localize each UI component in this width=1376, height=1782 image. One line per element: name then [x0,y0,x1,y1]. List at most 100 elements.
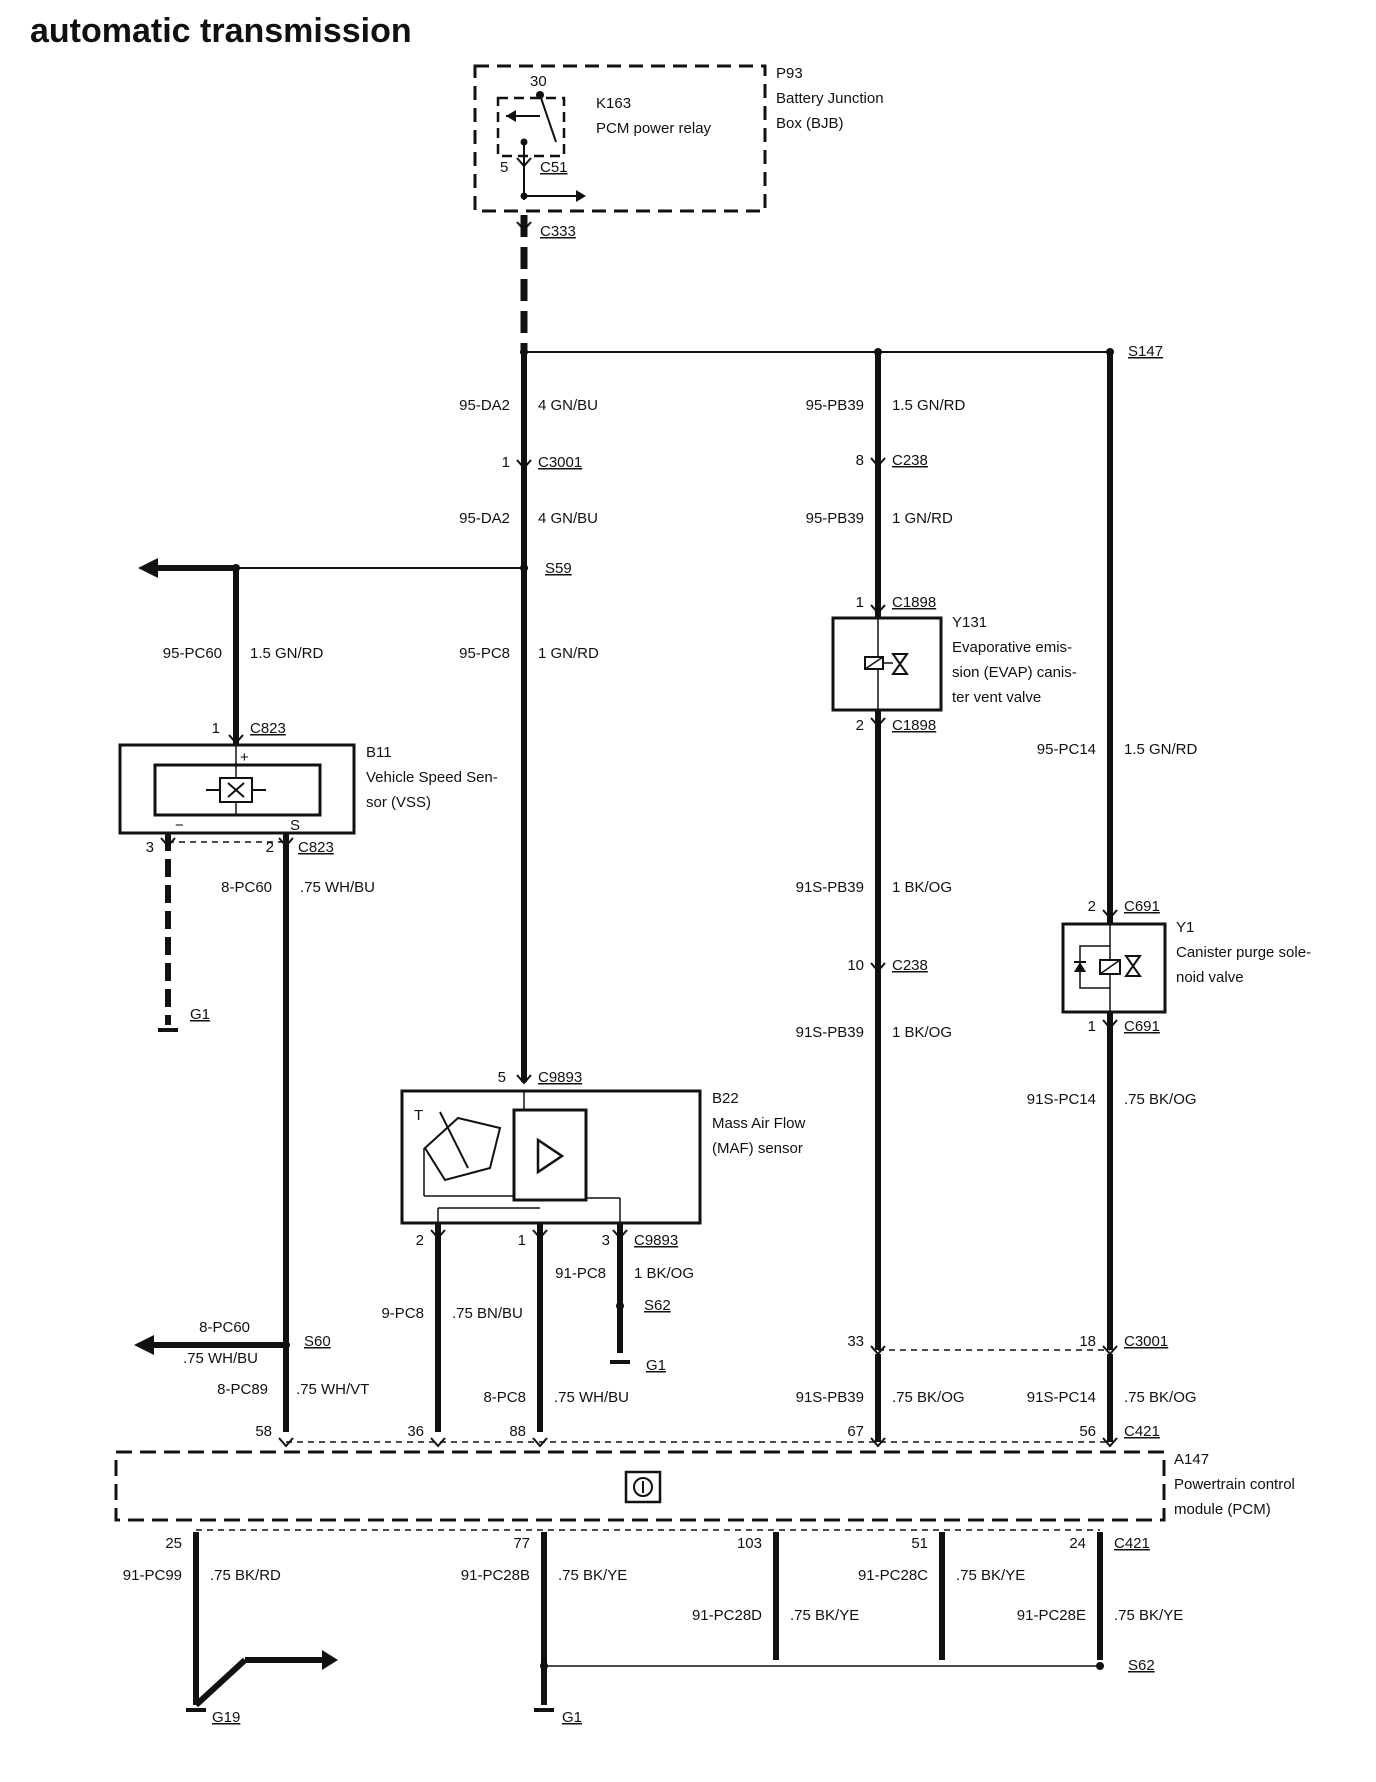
y131-id: Y131 [952,614,987,631]
wire-w20-circuit: 91-PC28B [461,1567,530,1584]
wire-w5-spec: 1.5 GN/RD [250,645,324,662]
wire-w14-spec: .75 WH/BU [183,1350,258,1367]
connector-c823-b: C823 [298,839,334,856]
pin-c421-36: 36 [407,1423,424,1440]
pin-c823-3: 3 [146,839,154,856]
wire-w8-circuit: 8-PC60 [221,879,272,896]
vss-plus: + [240,749,249,766]
wire-w4-circuit: 95-PB39 [806,510,864,527]
wire-w23-spec: .75 BK/YE [1114,1607,1183,1624]
wire-w19-circuit: 91-PC99 [123,1567,182,1584]
pin-c823-2: 2 [266,839,274,856]
wire-w14-circuit: 8-PC60 [199,1319,250,1336]
b22-label-1: Mass Air Flow [712,1115,806,1132]
page-title: automatic transmission [30,12,412,50]
y1-label-1: Canister purge sole- [1176,944,1311,961]
pin-c9893-2: 2 [416,1232,424,1249]
connector-c3001-a: C3001 [538,454,582,471]
splice-s62-b: S62 [1128,1657,1155,1674]
pin-c1898-1: 1 [856,594,864,611]
wire-w15-spec: .75 WH/VT [296,1381,369,1398]
wire-w8-spec: .75 WH/BU [300,879,375,896]
evap-valve-box [831,616,943,712]
wire-w16-circuit: 8-PC8 [483,1389,526,1406]
wire-w5-circuit: 95-PC60 [163,645,222,662]
y131-label-2: sion (EVAP) canis- [952,664,1077,681]
wire-w13-circuit: 9-PC8 [381,1305,424,1322]
a147-label-1: Powertrain control [1174,1476,1295,1493]
wire-w18-circuit: 91S-PC14 [1027,1389,1096,1406]
ground-g1-b: G1 [646,1357,666,1374]
b11-id: B11 [366,744,392,761]
wire-w6-circuit: 95-PC8 [459,645,510,662]
purge-solenoid-icon [1074,924,1142,1012]
bjb-output-arrow [576,190,586,202]
vss-box [118,743,356,835]
a147-label-2: module (PCM) [1174,1501,1271,1518]
b11-label-2: sor (VSS) [366,794,431,811]
connector-c1898-a: C1898 [892,594,936,611]
splice-s60: S60 [304,1333,331,1350]
wire-w7-spec: 1.5 GN/RD [1124,741,1198,758]
evap-solenoid-icon [864,653,909,675]
maf-t-label: T [414,1107,423,1124]
pin-c9893-3: 3 [602,1232,610,1249]
connector-c238-a: C238 [892,452,928,469]
wire-w16-spec: .75 WH/BU [554,1389,629,1406]
connector-c51: C51 [540,159,568,176]
vss-sensor-symbol [206,777,266,803]
pcm-module-icon [624,1470,662,1504]
wire-w13-spec: .75 BN/BU [452,1305,523,1322]
wire-w12-circuit: 91-PC8 [555,1265,606,1282]
a147-id: A147 [1174,1451,1209,1468]
amplifier-icon [536,1137,565,1175]
pin-c3001-1: 1 [502,454,510,471]
connector-c1898-b: C1898 [892,717,936,734]
connector-c823-a: C823 [250,720,286,737]
wire-w3-circuit: 95-PB39 [806,397,864,414]
wire-w17-circuit: 91S-PB39 [796,1389,864,1406]
connector-c333: C333 [540,223,576,240]
b22-id: B22 [712,1090,739,1107]
pin-c421-58: 58 [255,1423,272,1440]
y131-label-1: Evaporative emis- [952,639,1072,656]
connector-c9893-b: C9893 [634,1232,678,1249]
relay-box [496,96,566,158]
vss-inner [153,763,322,817]
pin-c238-8: 8 [856,452,864,469]
wire-w22-circuit: 91-PC28C [858,1567,928,1584]
wire-w9-circuit: 91S-PB39 [796,879,864,896]
wire-w6-spec: 1 GN/RD [538,645,599,662]
pin-c691-2: 2 [1088,898,1096,915]
pin-c421-88: 88 [509,1423,526,1440]
wire-w20-spec: .75 BK/YE [558,1567,627,1584]
pin-c9893-1: 1 [518,1232,526,1249]
wire-w21-spec: .75 BK/YE [790,1607,859,1624]
wire-w4-spec: 1 GN/RD [892,510,953,527]
vss-minus: − [175,817,184,834]
pin-c421-24: 24 [1069,1535,1086,1552]
s60-left-arrow [134,1335,154,1355]
connector-c9893-a: C9893 [538,1069,582,1086]
b11-label-1: Vehicle Speed Sen- [366,769,498,786]
pin-c238-10: 10 [847,957,864,974]
wire-w1-spec: 4 GN/BU [538,397,598,414]
wire-w19-spec: .75 BK/RD [210,1567,281,1584]
maf-amplifier [512,1108,588,1202]
wire-w11-circuit: 91S-PC14 [1027,1091,1096,1108]
k163-id: K163 [596,95,631,112]
maf-bridge-icon [423,1111,514,1197]
connector-c421-b: C421 [1114,1535,1150,1552]
splice-s147: S147 [1128,343,1163,360]
splice-s62-a: S62 [644,1297,671,1314]
wire-w3-spec: 1.5 GN/RD [892,397,966,414]
y1-id: Y1 [1176,919,1194,936]
wire-w23-circuit: 91-PC28E [1017,1607,1086,1624]
connector-c238-b: C238 [892,957,928,974]
bjb-box [473,64,767,213]
wire-w12-spec: 1 BK/OG [634,1265,694,1282]
wire-w21-circuit: 91-PC28D [692,1607,762,1624]
wire-w10-circuit: 91S-PB39 [796,1024,864,1041]
purge-valve-box [1061,922,1167,1014]
